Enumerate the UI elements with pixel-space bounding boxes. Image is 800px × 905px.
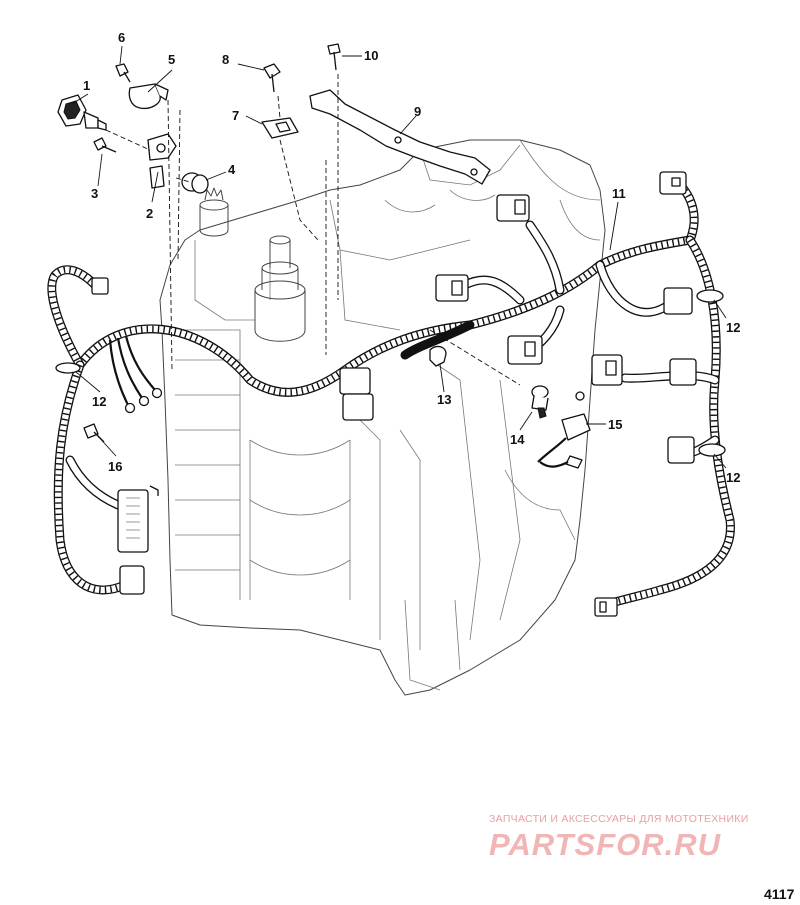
part-6-screw bbox=[115, 63, 131, 83]
callout-10: 10 bbox=[364, 48, 378, 63]
callout-2: 2 bbox=[146, 206, 153, 221]
crankshaft-top bbox=[199, 187, 306, 342]
harness-clamps bbox=[55, 289, 726, 457]
part-3-screw bbox=[93, 137, 117, 153]
callout-labels: 1 2 3 4 5 6 7 8 9 10 11 12 12 12 13 14 1… bbox=[83, 30, 740, 485]
callout-11: 11 bbox=[612, 186, 626, 201]
callout-12-right-lower: 12 bbox=[726, 470, 740, 485]
callout-12-left: 12 bbox=[92, 394, 106, 409]
part-10-screw bbox=[327, 43, 341, 71]
part-8-screw bbox=[263, 63, 281, 93]
callout-12-right-upper: 12 bbox=[726, 320, 740, 335]
callout-16: 16 bbox=[108, 459, 122, 474]
wiring-harness bbox=[47, 180, 735, 610]
part-7-bracket bbox=[261, 117, 299, 139]
callout-4: 4 bbox=[228, 162, 236, 177]
callout-5: 5 bbox=[168, 52, 175, 67]
part-14-sender bbox=[531, 385, 549, 419]
watermark: ЗАПЧАСТИ И АКСЕССУАРЫ ДЛЯ МОТОТЕХНИКИ PA… bbox=[489, 813, 749, 862]
callout-7: 7 bbox=[232, 108, 239, 123]
part-2-bracket bbox=[147, 133, 177, 189]
alignment-lines bbox=[105, 74, 521, 386]
watermark-logo: PARTSFOR.RU bbox=[489, 827, 722, 862]
part-4-grommet bbox=[181, 172, 209, 194]
callout-14: 14 bbox=[510, 432, 525, 447]
callout-9: 9 bbox=[414, 104, 421, 119]
watermark-tagline: ЗАПЧАСТИ И АКСЕССУАРЫ ДЛЯ МОТОТЕХНИКИ bbox=[489, 813, 749, 825]
part-1-sensor bbox=[57, 94, 107, 131]
part-13-clip bbox=[429, 345, 447, 367]
engine-block-outline bbox=[159, 139, 606, 696]
callout-15: 15 bbox=[608, 417, 622, 432]
callout-6: 6 bbox=[118, 30, 125, 45]
callout-1: 1 bbox=[83, 78, 90, 93]
callout-8: 8 bbox=[222, 52, 229, 67]
callout-3: 3 bbox=[91, 186, 98, 201]
callout-leaders bbox=[71, 45, 727, 469]
part-5-clamp bbox=[128, 83, 169, 110]
callout-13: 13 bbox=[437, 392, 451, 407]
harness-connectors bbox=[91, 171, 697, 617]
part-15-sensor bbox=[537, 391, 591, 469]
figure-number: 4117 bbox=[764, 886, 795, 902]
part-9-plate bbox=[309, 89, 491, 185]
